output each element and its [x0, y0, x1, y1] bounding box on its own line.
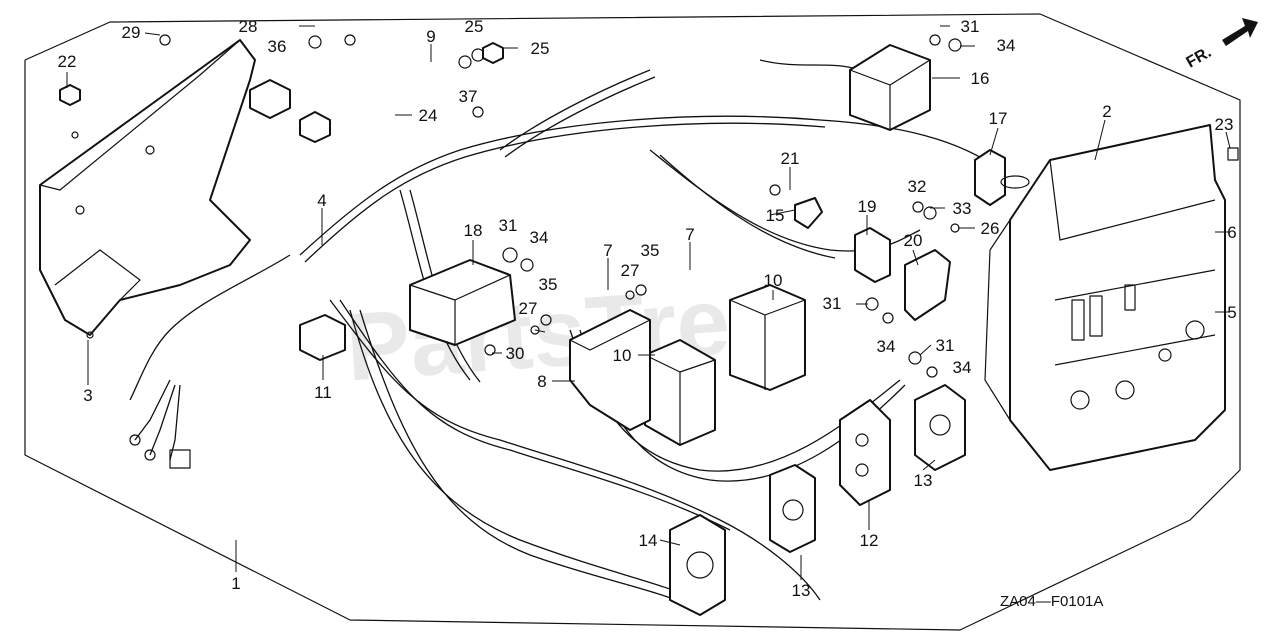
diagram-code: ZA04—F0101A — [1000, 593, 1103, 610]
switch-17 — [974, 149, 1030, 206]
leader-lines — [66, 25, 1231, 580]
callout-19: 19 — [858, 197, 877, 216]
receptacle-13-lower — [769, 464, 816, 553]
callout-34-right: 34 — [953, 358, 972, 377]
callout-35-left: 35 — [539, 275, 558, 294]
callout-34-top: 34 — [997, 36, 1016, 55]
bracket-8 — [569, 309, 651, 431]
callout-labels: 1 2 3 4 5 6 7 7 8 9 10 10 11 12 13 13 14… — [58, 17, 1237, 600]
callout-8: 8 — [537, 372, 546, 391]
callout-10-upper: 10 — [764, 271, 783, 290]
callout-11: 11 — [314, 383, 332, 402]
callout-12: 12 — [860, 531, 879, 550]
callout-13-lower: 13 — [792, 581, 811, 600]
callout-7-right: 7 — [685, 225, 694, 244]
callout-22: 22 — [58, 52, 77, 71]
component-16 — [849, 44, 931, 131]
callout-18: 18 — [464, 221, 483, 240]
callout-23: 23 — [1215, 115, 1234, 134]
callout-4: 4 — [317, 191, 326, 210]
direction-label: FR. — [1184, 44, 1215, 72]
control-panel — [984, 124, 1226, 471]
callout-24: 24 — [419, 106, 438, 125]
callout-27-lower: 27 — [519, 299, 538, 318]
component-18 — [409, 259, 516, 346]
hardware — [59, 34, 1239, 378]
callout-32: 32 — [908, 177, 927, 196]
bracket-20 — [904, 249, 951, 321]
connector-top — [249, 79, 331, 143]
callout-29: 29 — [122, 23, 141, 42]
callout-21: 21 — [781, 149, 800, 168]
callout-20: 20 — [904, 231, 923, 250]
callout-36: 36 — [268, 37, 287, 56]
callout-30: 30 — [506, 344, 525, 363]
component-10-lower — [644, 339, 716, 446]
callout-31-top: 31 — [961, 17, 980, 36]
callout-6: 6 — [1227, 223, 1236, 242]
callout-31-mid: 31 — [499, 216, 518, 235]
callout-34-mid: 34 — [530, 228, 549, 247]
callout-33: 33 — [953, 199, 972, 218]
receptacle-13-right — [914, 384, 966, 471]
callout-16: 16 — [971, 69, 990, 88]
callout-31-center: 31 — [823, 294, 842, 313]
callout-25-upper: 25 — [465, 17, 484, 36]
callout-9: 9 — [426, 27, 435, 46]
callout-34-center: 34 — [877, 337, 896, 356]
callout-25-right: 25 — [531, 39, 550, 58]
callout-1: 1 — [231, 574, 240, 593]
callout-3: 3 — [83, 386, 92, 405]
direction-arrow-icon — [1222, 18, 1258, 46]
callout-35-right: 35 — [641, 241, 660, 260]
callout-7-left: 7 — [603, 241, 612, 260]
callout-5: 5 — [1227, 303, 1236, 322]
direction-indicator: FR. — [1184, 18, 1258, 72]
callout-10-lower: 10 — [613, 346, 632, 365]
callout-28: 28 — [239, 17, 258, 36]
callout-14: 14 — [639, 531, 658, 550]
mounting-bracket — [39, 39, 256, 339]
callout-13-right: 13 — [914, 471, 933, 490]
callout-15: 15 — [766, 206, 785, 225]
callout-26: 26 — [981, 219, 1000, 238]
switch-19 — [854, 227, 891, 283]
callout-37: 37 — [459, 87, 478, 106]
callout-17: 17 — [989, 109, 1008, 128]
receptacle-12 — [839, 399, 891, 506]
callout-2: 2 — [1102, 102, 1111, 121]
connector-11 — [299, 314, 346, 361]
callout-27-upper: 27 — [621, 261, 640, 280]
component-10-upper — [729, 284, 806, 391]
receptacle-14 — [669, 514, 726, 616]
callout-31-right: 31 — [936, 336, 955, 355]
terminal-bundle — [129, 379, 191, 469]
assembly-boundary — [24, 13, 1241, 631]
